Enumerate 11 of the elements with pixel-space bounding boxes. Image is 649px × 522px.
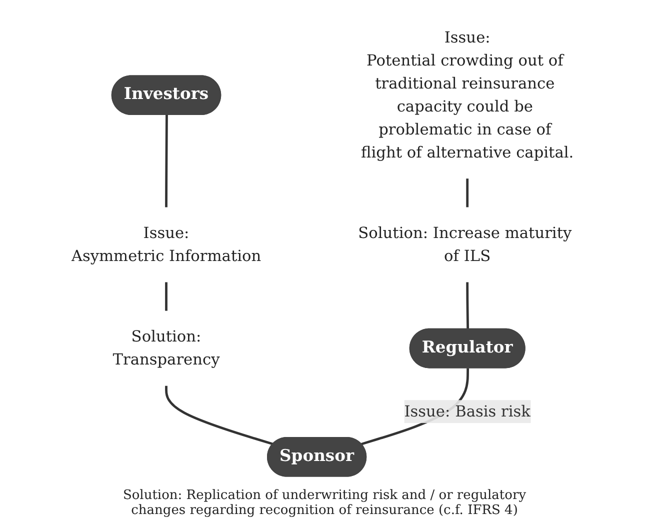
note-text: Solution: Replication of underwriting risk and / or regulatory changes regarding recognition of reinsurance (c.f. IFRS 4) [122,488,528,518]
node-text: Solution: Transparency [112,327,220,368]
node-text: Solution: Increase maturity of ILS [358,224,572,265]
node-text: Issue: Potential crowding out of traditional reinsurance capacity could be problematic in case of flight of alternative capital. [361,28,574,162]
edge-label: Issue: Basis risk [404,402,530,420]
connector [466,282,470,330]
connector [165,386,274,446]
node-text: Issue: Asymmetric Information [71,224,262,265]
connector [466,178,469,208]
connector [165,115,168,208]
connector [165,282,168,311]
